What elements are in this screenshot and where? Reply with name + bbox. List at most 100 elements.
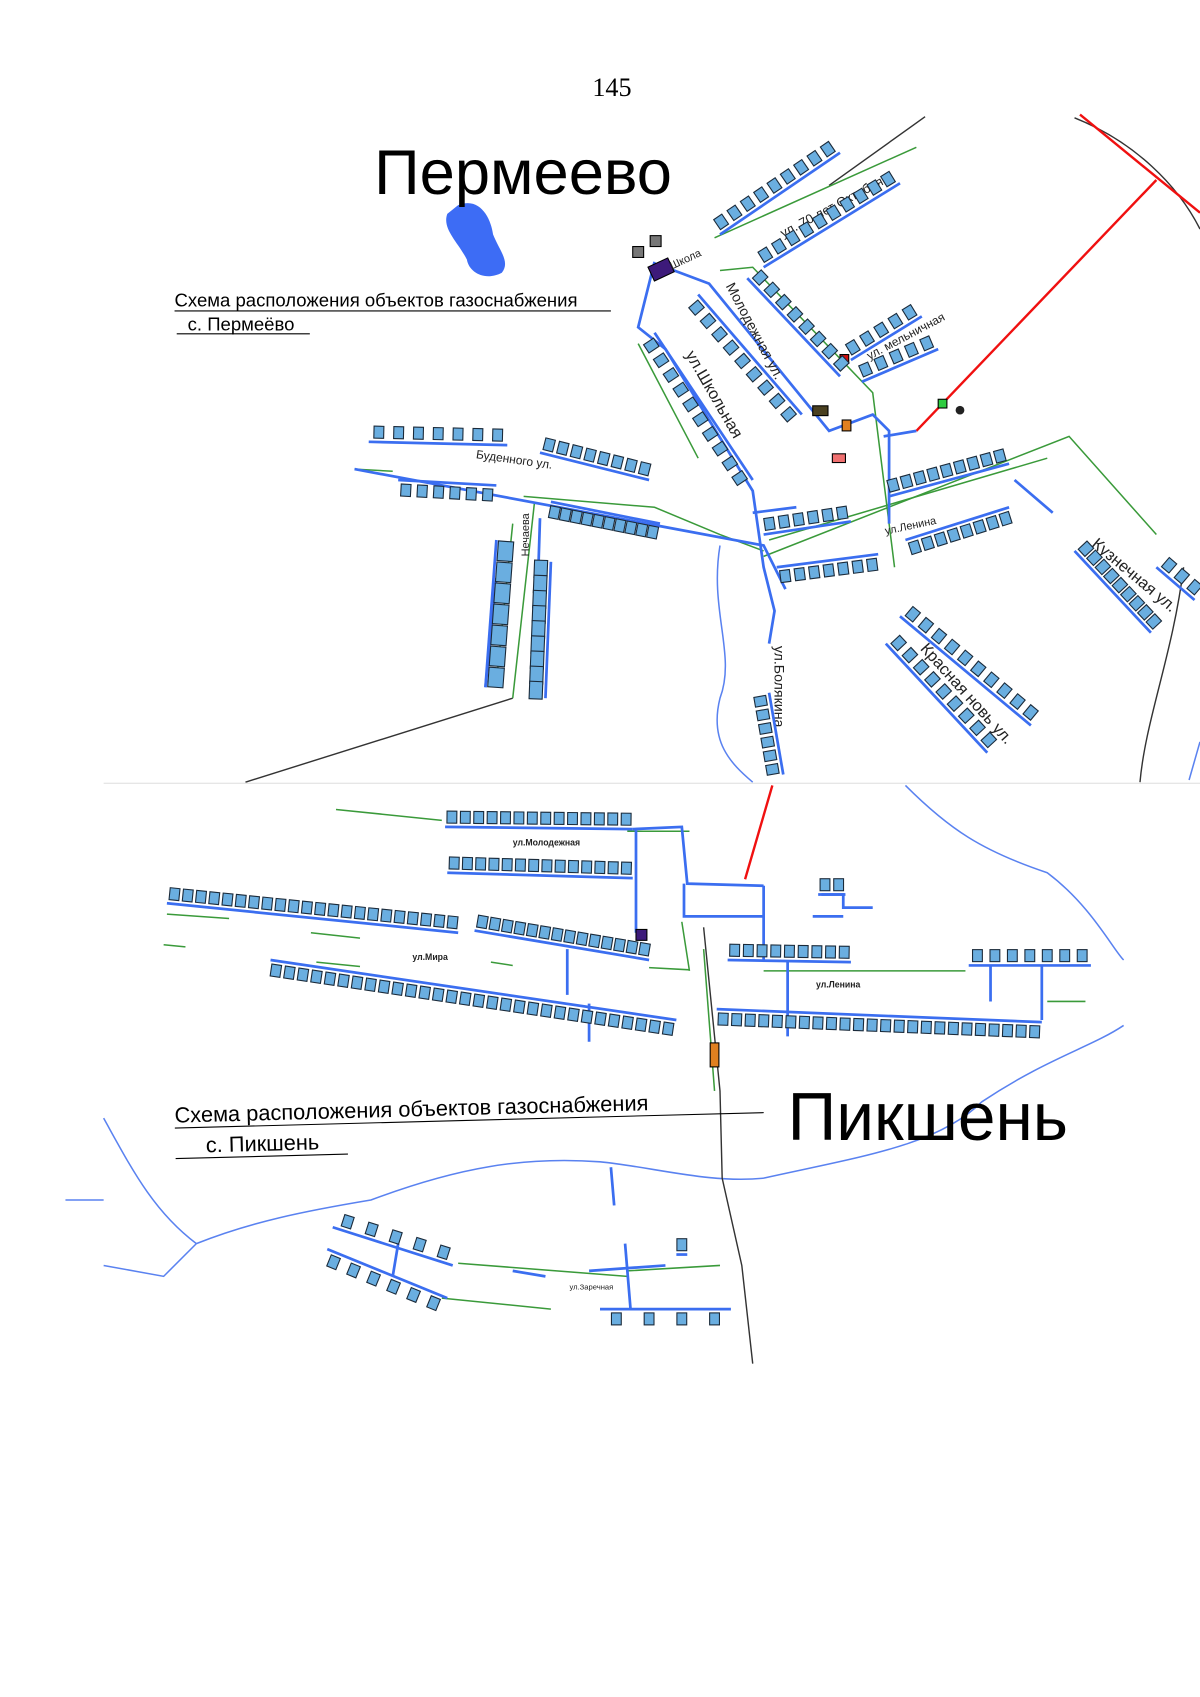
house [779, 167, 796, 185]
house [786, 305, 804, 323]
house [857, 361, 874, 378]
house [181, 888, 194, 903]
house [1009, 693, 1026, 711]
house [946, 695, 964, 713]
house [485, 995, 499, 1010]
gas-service-line [762, 182, 901, 269]
house [835, 505, 849, 521]
house [558, 507, 572, 523]
house [593, 812, 605, 826]
house [731, 469, 749, 487]
house [487, 666, 505, 689]
house [901, 303, 918, 321]
house [491, 428, 504, 442]
house [865, 557, 879, 573]
house [770, 944, 782, 958]
gas-service-line [727, 958, 851, 964]
house [624, 520, 638, 536]
house [974, 1022, 987, 1037]
house [580, 812, 592, 826]
house [528, 680, 544, 700]
house [819, 878, 831, 892]
house [488, 916, 502, 932]
house [770, 237, 788, 255]
building [812, 405, 829, 417]
house [1024, 949, 1036, 963]
pikshen-caption-line2: с. Пикшень [206, 1129, 320, 1157]
gas-service-line [539, 451, 650, 482]
house [274, 897, 287, 912]
house [687, 299, 706, 317]
gas-service-line [888, 462, 1010, 498]
house [500, 918, 514, 934]
house [711, 325, 729, 343]
house [998, 510, 1013, 527]
road [245, 697, 513, 783]
house [844, 338, 861, 356]
house [755, 708, 771, 722]
house [602, 515, 616, 531]
house [323, 971, 337, 986]
house [1119, 585, 1137, 603]
house [969, 660, 987, 678]
house [1076, 949, 1088, 963]
house [1145, 613, 1163, 630]
house [729, 943, 741, 957]
house [645, 524, 660, 540]
house [538, 925, 552, 940]
building [635, 928, 648, 941]
road-edge [763, 435, 1157, 558]
house [648, 1019, 661, 1034]
permeevo-caption-line1: Схема расположения объектов газоснабжени… [175, 290, 578, 311]
gas-service-line [905, 505, 1010, 542]
house [989, 949, 1001, 963]
house [934, 1021, 946, 1035]
house [899, 473, 914, 490]
house [907, 1020, 919, 1034]
house [756, 944, 768, 958]
street-label: Буденного ул. [475, 447, 553, 472]
house [792, 512, 805, 527]
house [812, 1016, 824, 1030]
gas-service-line [746, 277, 841, 378]
house [1001, 1023, 1014, 1038]
house [672, 381, 690, 398]
house [607, 861, 619, 875]
house [567, 859, 580, 874]
house [783, 944, 796, 958]
houses [166, 140, 1200, 1326]
house [763, 281, 781, 299]
house [652, 352, 670, 369]
house [939, 462, 954, 479]
house [797, 944, 809, 959]
house [581, 860, 593, 874]
high-pressure-gas-pipeline [915, 179, 1158, 432]
road [1139, 567, 1185, 783]
gas-service-line [719, 151, 841, 236]
gas-service-line [767, 692, 785, 775]
high-pressure-gas-pipeline [743, 785, 774, 880]
house [490, 624, 509, 647]
house [966, 455, 981, 472]
house [851, 559, 864, 574]
house [208, 891, 221, 906]
house [625, 939, 639, 955]
house [431, 987, 445, 1002]
house [879, 1018, 892, 1033]
gas-pipeline [565, 949, 1044, 1042]
river [1188, 741, 1200, 781]
house [326, 1254, 342, 1271]
house [1006, 949, 1018, 963]
house [930, 627, 948, 645]
house [771, 1014, 783, 1029]
house [923, 670, 941, 688]
house [762, 749, 778, 763]
house [555, 440, 570, 456]
house [917, 616, 935, 634]
house [488, 857, 500, 871]
house [514, 858, 527, 872]
house [613, 937, 627, 953]
house [1173, 567, 1191, 585]
house [472, 427, 484, 442]
gas-service-line [716, 1007, 1042, 1024]
